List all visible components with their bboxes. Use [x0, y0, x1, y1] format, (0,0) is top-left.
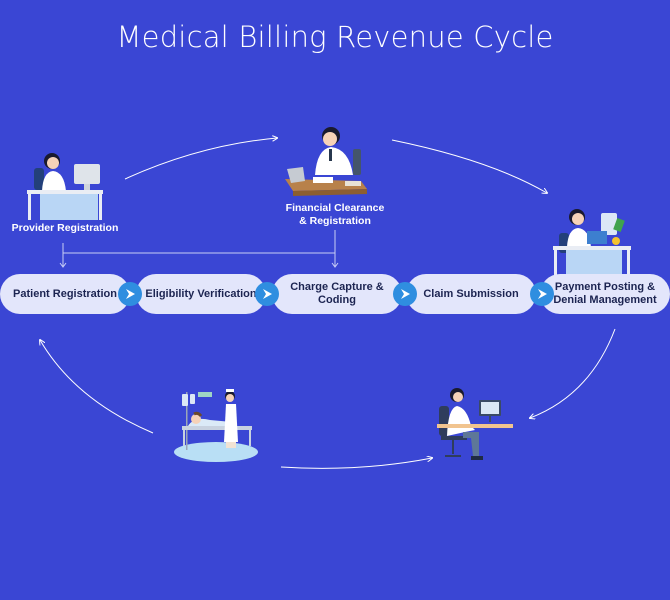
page-title: Medical Billing Revenue Cycle — [116, 20, 554, 54]
pipeline-step-claim-submission[interactable]: Claim Submission — [406, 274, 536, 314]
arrow-nurse-to-workstation — [280, 458, 432, 469]
doctor-with-payments-icon — [553, 203, 633, 275]
pipeline-step-eligibility-verification[interactable]: Eligibility Verification — [136, 274, 266, 314]
pipeline-step-patient-registration[interactable]: Patient Registration — [0, 274, 130, 314]
step-label: Eligibility Verification — [145, 287, 257, 300]
arrow-financial-to-payment — [391, 139, 547, 193]
stage-label-financial-clearance: Financial Clearance & Registration — [265, 202, 405, 228]
arrow-provider-to-financial — [124, 138, 277, 180]
step-label: Payment Posting &Denial Management — [553, 281, 656, 307]
step-label: Patient Registration — [13, 287, 117, 300]
bracket-connector — [62, 230, 336, 266]
arrow-nurse-to-patient — [40, 340, 154, 434]
chevron-right-icon — [255, 282, 279, 306]
chevron-right-icon — [530, 282, 554, 306]
pipeline-step-payment-posting[interactable]: Payment Posting &Denial Management — [540, 274, 670, 314]
stage-label-provider-registration: Provider Registration — [11, 222, 119, 234]
chevron-right-icon — [393, 282, 417, 306]
doctor-at-computer-icon — [26, 148, 106, 220]
step-label: Claim Submission — [423, 287, 519, 300]
nurse-patient-bed-icon — [174, 386, 260, 462]
pipeline-step-charge-capture[interactable]: Charge Capture &Coding — [272, 274, 402, 314]
label-line: Financial Clearance — [285, 202, 385, 214]
label-line: Coding — [318, 294, 356, 306]
doctor-at-workstation-icon — [435, 386, 513, 462]
label-line: Payment Posting & — [554, 281, 656, 293]
label-line: Charge Capture & — [290, 281, 384, 293]
label-line: & Registration — [299, 215, 371, 227]
chevron-right-icon — [118, 282, 142, 306]
step-label: Charge Capture &Coding — [290, 281, 384, 307]
label-line: Denial Management — [553, 294, 657, 306]
doctor-writing-at-desk-icon — [283, 125, 371, 197]
arrow-payment-to-workstation — [530, 328, 616, 418]
